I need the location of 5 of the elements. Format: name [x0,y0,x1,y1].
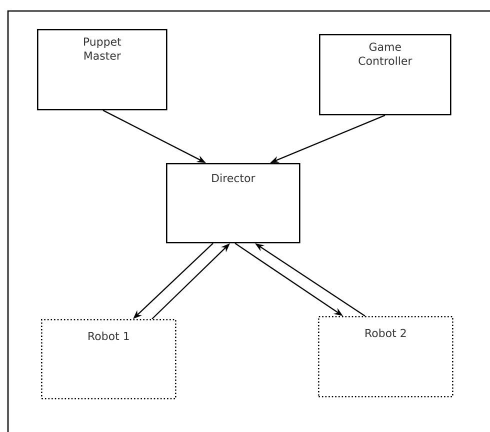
dotted-box: Robot 1 [41,319,176,400]
dotted-box: Robot 2 [318,316,454,398]
process-box: Game Controller [319,34,452,116]
process-box: Director [166,163,300,244]
process-box: Puppet Master [37,29,168,110]
